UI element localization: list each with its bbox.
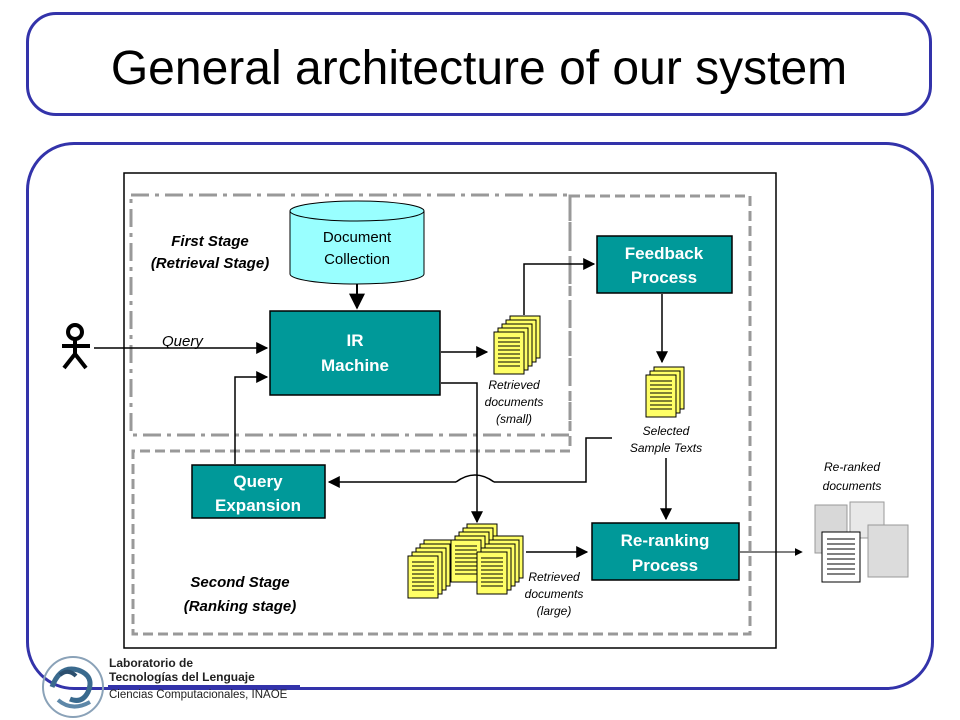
query-expansion-box	[191, 464, 326, 519]
title-frame: General architecture of our system	[26, 12, 932, 116]
query-expansion-sublabel: Expansion	[215, 496, 301, 515]
lab-name-line1: Laboratorio de	[109, 656, 194, 670]
ir-machine-label: IR	[347, 331, 364, 350]
institution-name: Ciencias Computacionales, INAOE	[109, 689, 288, 701]
reranked-docs-label: Re-ranked	[824, 460, 880, 474]
retrieved-small-label: Retrieved	[488, 378, 540, 392]
retrieved-large-label: Retrieved	[528, 570, 580, 584]
second-stage-region	[131, 194, 752, 636]
reranked-docs-icon	[814, 501, 909, 583]
selected-samples-docs-icon	[645, 366, 685, 418]
second-stage-sublabel: (Ranking stage)	[184, 598, 297, 615]
ir-machine-sublabel: Machine	[321, 356, 389, 375]
content-frame	[26, 142, 934, 690]
lab-name: Laboratorio de Tecnologías del Lenguaje	[109, 656, 255, 684]
query-expansion-label: Query	[233, 472, 283, 491]
first-stage-label: First Stage	[171, 233, 249, 250]
reranking-process-sublabel: Process	[632, 556, 698, 575]
expansion-to-ir-arrow	[234, 371, 269, 464]
reranking-process-label: Re-ranking	[621, 531, 710, 550]
user-icon	[62, 323, 90, 370]
retrieved-large-size: (large)	[537, 604, 572, 618]
retrieved-to-feedback-arrow	[523, 258, 596, 315]
slide-title: General architecture of our system	[110, 42, 848, 95]
feedback-process-label: Feedback	[625, 244, 704, 263]
lab-logo-icon	[42, 656, 104, 718]
second-stage-label: Second Stage	[190, 574, 289, 591]
samples-to-expansion-line-a	[494, 437, 612, 483]
ir-to-retrieved-large-arrow	[441, 382, 483, 524]
retrieved-small-docs-icon	[493, 315, 541, 375]
feedback-process-sublabel: Process	[631, 268, 697, 287]
document-collection-cylinder	[289, 200, 425, 285]
retrieved-large-docs-icon	[407, 523, 524, 599]
feedback-process-box	[596, 235, 733, 294]
diagram-border	[123, 172, 777, 649]
retrieved-small-size: (small)	[496, 412, 532, 426]
selected-samples-label: Selected	[643, 424, 690, 438]
reranked-docs-sublabel: documents	[823, 479, 882, 493]
line-crossing-hop	[455, 474, 495, 483]
retrieved-large-sublabel: documents	[525, 587, 584, 601]
document-collection-label: Document	[323, 229, 392, 246]
selected-samples-sublabel: Sample Texts	[630, 441, 702, 455]
reranking-process-box	[591, 522, 740, 581]
first-stage-sublabel: (Retrieval Stage)	[151, 255, 269, 272]
retrieved-small-sublabel: documents	[485, 395, 544, 409]
query-label: Query	[162, 333, 204, 350]
first-stage-region	[129, 193, 572, 437]
document-collection-sublabel: Collection	[324, 251, 390, 268]
ir-machine-box	[269, 310, 441, 396]
lab-name-line2: Tecnologías del Lenguaje	[109, 670, 255, 684]
